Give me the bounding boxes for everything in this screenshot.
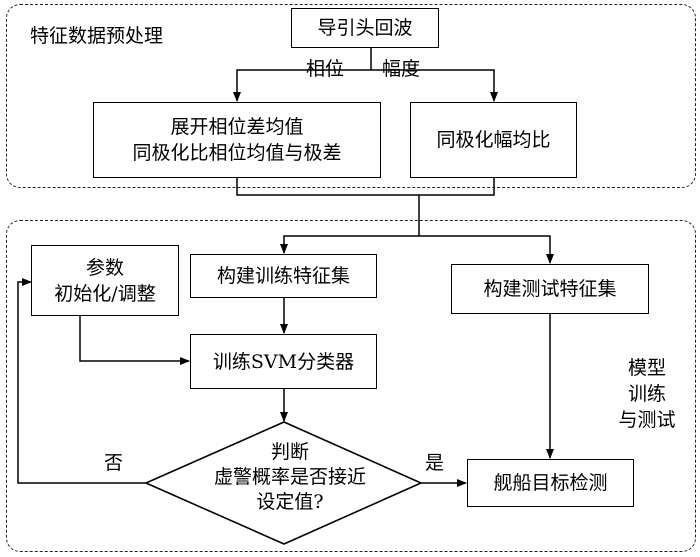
phase-feature-line-2: 同极化比相位均值与极差 xyxy=(132,142,342,164)
training-title-line-3: 与测试 xyxy=(618,409,676,431)
preprocess-title: 特征数据预处理 xyxy=(30,25,164,47)
training-title-line-2: 训练 xyxy=(627,383,666,405)
merge-line xyxy=(236,177,495,196)
to-test-feature-arrow xyxy=(419,235,554,264)
test-feature-label: 构建测试特征集 xyxy=(483,278,617,300)
echo-box-label: 导引头回波 xyxy=(317,17,413,39)
test-feature-box: 构建测试特征集 xyxy=(451,264,649,314)
decision-text: 判断 虚警概率是否接近 设定值? xyxy=(190,440,390,515)
train-feature-box: 构建训练特征集 xyxy=(190,254,377,298)
amplitude-feature-label: 同极化幅均比 xyxy=(436,129,551,151)
decision-line-1: 判断 xyxy=(270,441,309,463)
preprocess-region xyxy=(6,4,696,188)
svm-label: 训练SVM分类器 xyxy=(212,350,355,373)
param-to-svm-arrow xyxy=(79,316,190,365)
detect-label: 舰船目标检测 xyxy=(493,472,608,494)
decision-line-3: 设定值? xyxy=(256,491,324,513)
phase-feature-line-1: 展开相位差均值 xyxy=(170,116,304,138)
decision-diamond xyxy=(144,421,423,545)
amplitude-feature-box: 同极化幅均比 xyxy=(410,102,577,178)
train-feature-label: 构建训练特征集 xyxy=(216,265,350,287)
echo-box: 导引头回波 xyxy=(291,8,439,48)
training-region xyxy=(6,220,696,552)
detect-box: 舰船目标检测 xyxy=(467,459,634,507)
param-box-line-1: 参数 xyxy=(85,256,124,279)
param-box: 参数 初始化/调整 xyxy=(31,245,179,316)
phase-label: 相位 xyxy=(306,58,345,80)
phase-arrow xyxy=(233,69,371,102)
no-loop-arrow xyxy=(17,278,147,484)
amplitude-label: 幅度 xyxy=(382,58,421,80)
svm-box: 训练SVM分类器 xyxy=(190,334,377,389)
phase-feature-box: 展开相位差均值 同极化比相位均值与极差 xyxy=(93,102,381,178)
no-label: 否 xyxy=(104,452,124,474)
param-box-line-2: 初始化/调整 xyxy=(54,282,156,305)
to-train-feature-arrow xyxy=(280,235,419,254)
training-title: 模型 训练 与测试 xyxy=(612,355,682,433)
yes-label: 是 xyxy=(425,452,445,474)
decision-line-2: 虚警概率是否接近 xyxy=(213,466,366,488)
training-title-line-1: 模型 xyxy=(627,357,666,379)
amplitude-arrow xyxy=(371,69,498,102)
